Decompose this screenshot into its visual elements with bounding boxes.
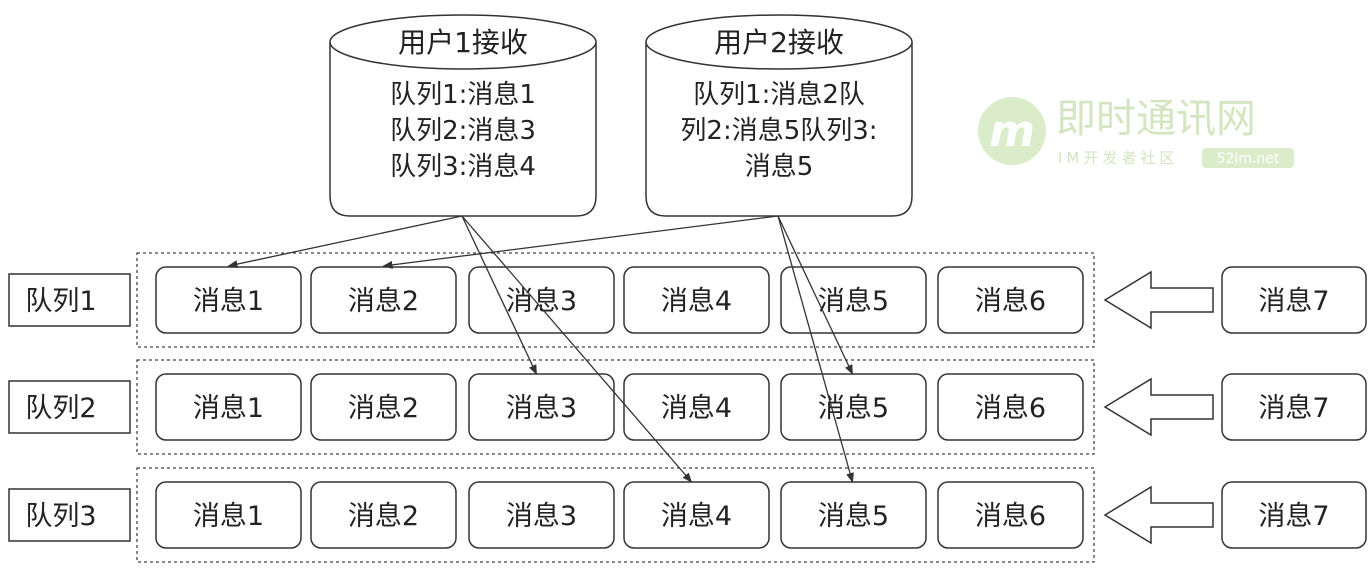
queue-label-box [8, 488, 131, 542]
incoming-message-label: 消息7 [1258, 501, 1329, 532]
queue-container [136, 252, 1095, 348]
cylinder-top [329, 14, 597, 70]
message-box [310, 373, 457, 441]
message-label: 消息6 [975, 286, 1046, 317]
user-receive-line: 队列3:消息4 [390, 152, 536, 182]
incoming-message-label: 消息7 [1258, 393, 1329, 424]
watermark-logo-icon [978, 97, 1046, 165]
message-label: 消息2 [348, 501, 419, 532]
message-box [468, 481, 615, 549]
message-label: 消息5 [818, 501, 889, 532]
queue-label-box [8, 273, 131, 327]
cylinder-top [645, 14, 913, 70]
message-label: 消息1 [193, 501, 264, 532]
message-box [468, 266, 615, 334]
queue-row-2: 队列2 消息1 消息2 消息3 消息4 消息5 消息6 消息7 [8, 359, 1367, 455]
user-receive-line: 队列1:消息2队 [693, 80, 865, 110]
user-2-fetch-arrow [777, 215, 854, 375]
queue-row-1: 队列1 消息1 消息2 消息3 消息4 消息5 消息6 消息7 [8, 252, 1367, 348]
message-label: 消息3 [506, 393, 577, 424]
message-label: 消息4 [661, 393, 732, 424]
incoming-arrow-icon [1103, 485, 1214, 545]
user-receive-line: 队列1:消息1 [390, 80, 536, 110]
message-box [937, 481, 1084, 549]
incoming-message-box [1221, 373, 1367, 441]
user-1-fetch-arrow [461, 215, 538, 375]
watermark-domain-badge [1202, 148, 1294, 168]
user-2-fetch-arrow [777, 215, 854, 483]
watermark: m 即时通讯网 IM开发者社区 52im.net [978, 96, 1294, 168]
user-receive-line: 消息5 [745, 152, 814, 182]
message-label: 消息5 [818, 286, 889, 317]
cylinder-body [645, 42, 913, 217]
user-1-fetch-arrow [461, 215, 693, 483]
message-box [155, 481, 302, 549]
user-receive-line: 队列2:消息3 [390, 116, 536, 146]
user-receive-title: 用户2接收 [714, 26, 844, 59]
incoming-message-box [1221, 266, 1367, 334]
message-box [623, 481, 770, 549]
message-box [780, 266, 927, 334]
incoming-arrow-icon [1103, 377, 1214, 437]
message-label: 消息1 [193, 393, 264, 424]
queue-label: 队列3 [25, 501, 96, 532]
message-box [937, 266, 1084, 334]
message-label: 消息6 [975, 393, 1046, 424]
message-box [937, 373, 1084, 441]
message-label: 消息4 [661, 501, 732, 532]
user-receive-line: 列2:消息5队列3: [680, 116, 877, 146]
watermark-logo-letter: m [989, 106, 1035, 157]
cylinder-body [329, 42, 597, 217]
incoming-message-box [1221, 481, 1367, 549]
message-label: 消息2 [348, 286, 419, 317]
message-label: 消息6 [975, 501, 1046, 532]
queue-container [136, 359, 1095, 455]
watermark-subtitle: IM开发者社区 [1058, 149, 1178, 167]
user-receive-title: 用户1接收 [398, 26, 528, 59]
watermark-domain: 52im.net [1217, 151, 1280, 167]
message-box [780, 373, 927, 441]
incoming-message-label: 消息7 [1258, 286, 1329, 317]
incoming-arrow-icon [1103, 270, 1214, 330]
user-2-fetch-arrow [382, 215, 779, 269]
message-box [155, 373, 302, 441]
message-label: 消息2 [348, 393, 419, 424]
message-box [468, 373, 615, 441]
queue-row-3: 队列3 消息1 消息2 消息3 消息4 消息5 消息6 消息7 [8, 467, 1367, 563]
message-label: 消息1 [193, 286, 264, 317]
message-box [310, 481, 457, 549]
user-1-fetch-arrow [227, 215, 463, 269]
queue-label-box [8, 380, 131, 434]
queue-label: 队列2 [25, 393, 96, 424]
message-box [623, 266, 770, 334]
queue-label: 队列1 [25, 286, 96, 317]
watermark-title: 即时通讯网 [1056, 96, 1256, 142]
queue-container [136, 467, 1095, 563]
message-box [623, 373, 770, 441]
message-label: 消息5 [818, 393, 889, 424]
message-label: 消息4 [661, 286, 732, 317]
message-label: 消息3 [506, 286, 577, 317]
message-label: 消息3 [506, 501, 577, 532]
